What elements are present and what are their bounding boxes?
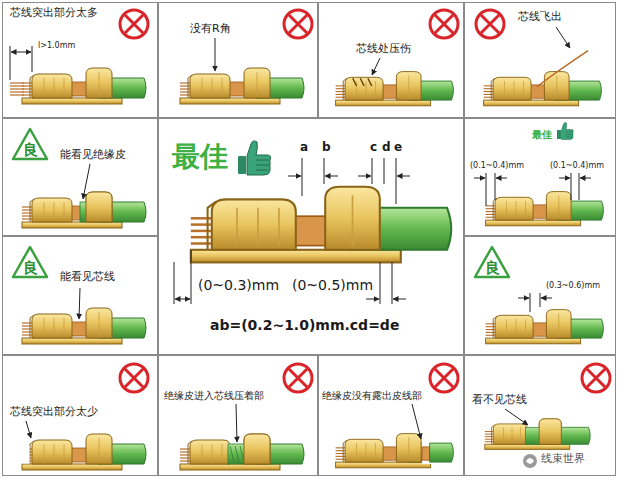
triangle-outline (13, 129, 47, 159)
terminal (180, 434, 304, 470)
dimension (474, 173, 591, 206)
terminal (485, 419, 590, 450)
ng-symbol (120, 364, 148, 392)
ng-symbol (430, 364, 458, 392)
leader-line (26, 421, 31, 438)
cell-text: b (321, 141, 332, 155)
terminal (22, 192, 146, 228)
example-cell: 能看见绝缘皮 良 (2, 118, 158, 236)
cell-text: (0.1~0.4)mm (469, 161, 525, 170)
cell-text: 最佳 (171, 141, 229, 173)
ng-symbol (284, 364, 312, 392)
thumb-up (238, 141, 271, 175)
terminal (486, 192, 604, 226)
rating-triangle: 良 (473, 245, 511, 279)
ng-symbol (476, 10, 504, 38)
terminal (22, 308, 146, 344)
example-cell: 芯线突出部分太多 l>1.0mm (2, 2, 158, 118)
cell-text: l>1.0mm (37, 41, 76, 50)
example-cell: 绝缘皮进入芯线压着部 (158, 355, 318, 476)
leader-line (236, 404, 237, 442)
terminal (336, 72, 454, 106)
cell-text: 芯线飞出 (517, 11, 563, 24)
cell-text: c (369, 141, 378, 155)
cell-text: 绝缘皮进入芯线压着部 (163, 390, 265, 402)
example-cell: 芯线处压伤 (318, 2, 464, 118)
cell-text: (0~0.3)mm (197, 277, 280, 293)
dimension (518, 293, 552, 312)
dimension (174, 158, 410, 304)
cell-text: (0.1~0.4)mm (549, 161, 605, 170)
watermark-icon (523, 454, 537, 468)
leader-line (372, 58, 380, 75)
leader-line (505, 409, 528, 425)
terminal (10, 68, 146, 104)
cell-text: 芯线处压伤 (355, 43, 412, 56)
rating-triangle: 良 (11, 127, 49, 161)
watermark: 线束世界 (541, 453, 585, 466)
ng-symbol (430, 10, 458, 38)
cell-text: (0.3~0.6)mm (545, 281, 601, 290)
leader-line (79, 288, 80, 319)
leader-line (412, 404, 421, 439)
cell-text: d (381, 141, 392, 155)
cell-text: 能看见芯线 (59, 271, 116, 284)
example-cell: 最佳 (0.1~0.4)mm (0.1~0.4)mm (464, 118, 616, 236)
triangle-outline (475, 247, 509, 277)
terminal (19, 434, 146, 470)
terminal (180, 68, 304, 104)
terminal (486, 310, 604, 344)
example-cell: 绝缘皮没有露出皮线部 (318, 355, 464, 476)
ng-symbol (120, 10, 148, 38)
ng-symbol (284, 10, 312, 38)
cell-text: 看不见芯线 (471, 394, 528, 407)
cell-text: 能看见绝缘皮 (59, 149, 127, 162)
ng-symbol (582, 364, 610, 392)
example-cell: 芯线飞出 (464, 2, 616, 118)
terminal (191, 187, 451, 263)
triangle-outline (13, 247, 47, 277)
example-cell: 能看见芯线 良 (2, 236, 158, 355)
dimension (10, 46, 32, 80)
terminal (336, 434, 458, 468)
leader-line (556, 27, 570, 48)
rating-mark: 良 (485, 261, 500, 276)
cell-text: e (393, 141, 403, 155)
rating-mark: 良 (23, 261, 38, 276)
thumb-up (557, 122, 573, 139)
rating-triangle: 良 (11, 245, 49, 279)
cell-text: 绝缘皮没有露出皮线部 (321, 390, 423, 402)
cell-text: 最佳 (531, 129, 553, 141)
leader-line (83, 164, 90, 199)
cell-text: 芯线突出部分太少 (9, 406, 99, 419)
cell-text: 芯线突出部分太多 (9, 7, 99, 20)
example-cell: (0.3~0.6)mm 良 (464, 236, 616, 355)
cell-text: 没有R角 (189, 23, 232, 36)
example-cell: 最佳 ab cde (0~0.3)mm (0~0.5)mm ab=(0.2~1.0)mm.… (158, 118, 464, 355)
cell-text: (0~0.5)mm (291, 277, 374, 293)
example-cell: 看不见芯线 (464, 355, 616, 476)
leader-line (215, 38, 216, 71)
example-cell: 芯线突出部分太少 (2, 355, 158, 476)
cell-text: ab=(0.2~1.0)mm.cd=de (209, 317, 400, 333)
rating-mark: 良 (23, 143, 38, 158)
cell-text: a (299, 141, 309, 155)
terminal (484, 51, 602, 106)
example-cell: 没有R角 (158, 2, 318, 118)
